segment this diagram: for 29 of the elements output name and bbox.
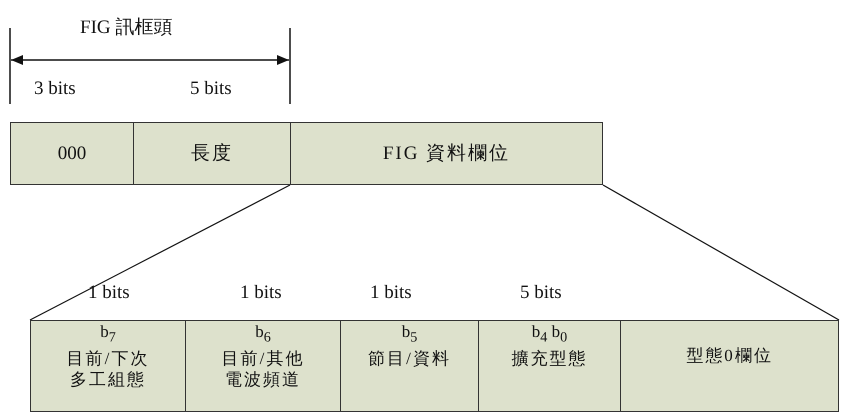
field-cell: [10, 122, 134, 185]
bit-width-label: 5 bits: [520, 282, 562, 304]
field-name: 目前/下次多工組態: [66, 348, 150, 390]
field-cell: [478, 320, 621, 412]
field-name: 擴充型態: [510, 348, 588, 370]
field-cell: [340, 320, 479, 412]
field-cell: [185, 320, 341, 412]
field-name: 節目/資料: [368, 348, 451, 370]
bit-width-label: 1 bits: [240, 282, 282, 304]
expansion-line: [602, 184, 840, 321]
bit-index: b$_{7}$: [100, 321, 116, 348]
bit-width-label: 3 bits: [34, 78, 76, 100]
bit-width-label: 1 bits: [370, 282, 412, 304]
field-cell: [30, 320, 186, 412]
field-cell: [620, 320, 839, 412]
field-name: FIG 資料欄位: [382, 142, 510, 166]
bit-index: b$_{5}$: [402, 321, 418, 348]
field-name: 目前/其他電波頻道: [220, 348, 306, 390]
field-name: 000: [58, 142, 86, 166]
dimension-label: FIG 訊框頭: [80, 16, 172, 40]
bit-index: b$_{4}$ b$_{0}$: [532, 321, 568, 348]
field-name: 型態0欄位: [686, 345, 773, 366]
expansion-line: [30, 184, 290, 321]
field-cell: [133, 122, 291, 185]
field-name: 長度: [191, 142, 233, 166]
bit-width-label: 1 bits: [88, 282, 130, 304]
bit-index: b$_{6}$: [255, 321, 271, 348]
field-cell: [290, 122, 603, 185]
bit-width-label: 5 bits: [190, 78, 232, 100]
